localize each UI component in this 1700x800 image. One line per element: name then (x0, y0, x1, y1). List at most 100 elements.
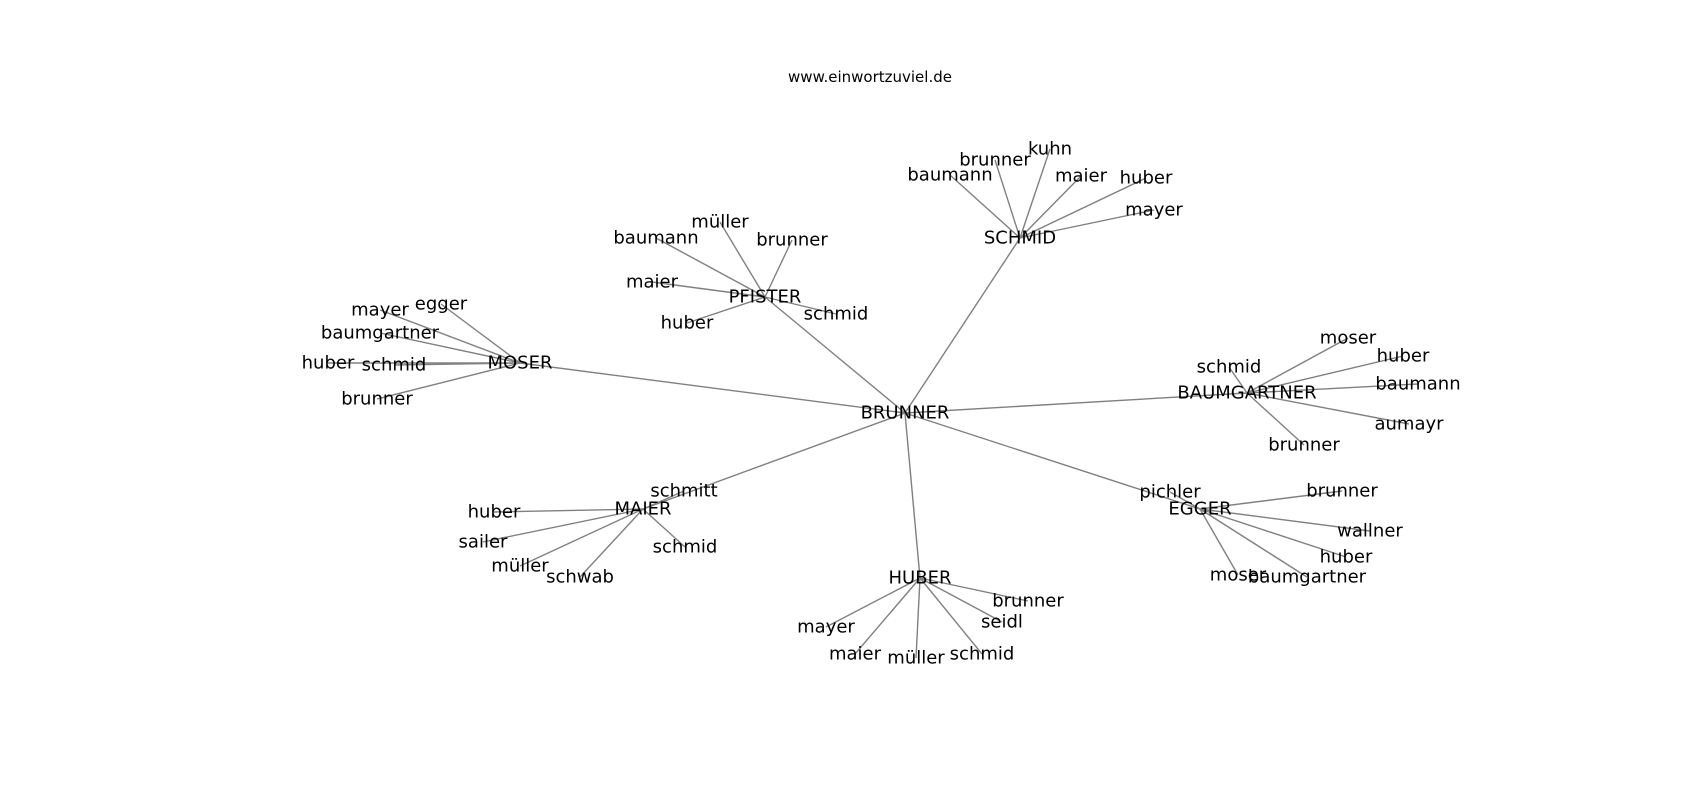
hub-node-schmid-hub: SCHMID (984, 228, 1056, 249)
edge-maier-hub-leaf-2 (482, 508, 644, 543)
edge-schmid-hub-leaf-2 (1019, 148, 1051, 239)
edge-egger-hub-leaf-2 (1199, 508, 1371, 532)
edges-layer (328, 148, 1419, 659)
leaf-node-maier-hub-3: müller (491, 556, 549, 577)
edge-moser-hub-leaf-2 (379, 332, 521, 364)
leaf-node-huber-hub-1: seidl (981, 612, 1023, 633)
edge-huber-hub-leaf-5 (919, 577, 983, 655)
leaf-node-maier-hub-2: sailer (459, 532, 508, 553)
edge-pfister-hub-leaf-4 (686, 296, 766, 324)
edge-baumgartner-hub-leaf-2 (1246, 355, 1404, 394)
hub-node-egger-hub: EGGER (1168, 499, 1231, 520)
edge-moser-hub-leaf-0 (379, 309, 521, 364)
edge-moser-hub-leaf-4 (393, 362, 521, 366)
edge-maier-hub-leaf-3 (519, 508, 644, 567)
edge-schmid-hub-leaf-5 (1019, 209, 1155, 239)
hub-node-maier-hub: MAIER (614, 499, 671, 520)
edge-egger-hub-leaf-0 (1169, 491, 1201, 510)
edge-egger-hub-leaf-3 (1199, 508, 1347, 558)
edge-center-moser-hub (519, 362, 906, 414)
leaf-node-egger-hub-3: huber (1320, 547, 1373, 568)
leaf-node-baumgartner-hub-1: moser (1320, 328, 1377, 349)
leaf-node-pfister-hub-2: brunner (756, 230, 828, 251)
leaf-node-schmid-hub-1: brunner (959, 150, 1031, 171)
edge-schmid-hub-leaf-0 (949, 174, 1021, 239)
edge-schmid-hub-leaf-4 (1019, 177, 1147, 239)
leaf-node-pfister-hub-1: müller (691, 212, 749, 233)
edge-pfister-hub-leaf-0 (655, 237, 766, 298)
leaf-node-huber-hub-2: mayer (797, 617, 855, 638)
leaf-node-moser-hub-1: egger (415, 294, 468, 315)
leaf-node-pfister-hub-4: huber (661, 313, 714, 334)
edge-pfister-hub-leaf-2 (764, 239, 793, 298)
edge-baumgartner-hub-leaf-5 (1246, 392, 1305, 446)
leaf-node-schmid-hub-2: kuhn (1028, 139, 1072, 160)
leaf-node-pfister-hub-5: schmid (804, 304, 869, 325)
hub-node-pfister-hub: PFISTER (729, 287, 802, 308)
edge-huber-hub-leaf-0 (919, 577, 1029, 602)
leaf-node-egger-hub-5: baumgartner (1248, 567, 1367, 588)
leaf-node-moser-hub-0: mayer (351, 300, 409, 321)
leaf-node-pfister-hub-3: maier (626, 272, 679, 293)
leaf-node-egger-hub-1: brunner (1306, 481, 1378, 502)
leaf-node-schmid-hub-3: maier (1055, 166, 1108, 187)
leaf-node-maier-hub-1: huber (468, 502, 521, 523)
leaf-node-huber-hub-0: brunner (992, 591, 1064, 612)
leaf-node-egger-hub-4: moser (1210, 565, 1267, 586)
leaf-node-schmid-hub-0: baumann (907, 165, 992, 186)
leaf-node-baumgartner-hub-0: schmid (1197, 357, 1262, 378)
edge-huber-hub-leaf-3 (854, 577, 921, 655)
hub-node-baumgartner-hub: BAUMGARTNER (1177, 383, 1316, 404)
edge-maier-hub-leaf-5 (642, 508, 686, 548)
edge-egger-hub-leaf-4 (1199, 508, 1239, 576)
leaf-node-baumgartner-hub-3: baumann (1375, 374, 1460, 395)
edge-center-maier-hub (642, 412, 906, 510)
leaf-node-huber-hub-4: müller (887, 648, 945, 669)
edge-huber-hub-leaf-2 (825, 577, 921, 628)
leaf-node-moser-hub-5: brunner (341, 389, 413, 410)
edge-baumgartner-hub-leaf-0 (1228, 366, 1248, 394)
edge-baumgartner-hub-leaf-4 (1246, 392, 1410, 425)
leaf-node-egger-hub-2: wallner (1337, 521, 1403, 542)
edge-huber-hub-leaf-1 (919, 577, 1003, 623)
edge-center-egger-hub (904, 412, 1201, 510)
leaf-node-schmid-hub-4: huber (1120, 168, 1173, 189)
edge-egger-hub-leaf-5 (1199, 508, 1308, 578)
leaf-node-egger-hub-0: pichler (1139, 482, 1201, 503)
leaf-node-maier-hub-5: schmid (653, 537, 718, 558)
leaf-node-maier-hub-0: schmitt (650, 481, 717, 502)
leaf-node-huber-hub-3: maier (829, 644, 882, 665)
leaf-node-moser-hub-3: huber (302, 353, 355, 374)
edge-baumgartner-hub-leaf-1 (1246, 337, 1349, 394)
edge-center-pfister-hub (764, 296, 906, 414)
hub-node-moser-hub: MOSER (487, 353, 552, 374)
edge-center-schmid-hub (904, 237, 1021, 414)
center-node: BRUNNER (861, 403, 950, 424)
edge-maier-hub-leaf-0 (642, 490, 685, 510)
edge-moser-hub-leaf-5 (376, 362, 521, 400)
site-title: www.einwortzuviel.de (788, 68, 952, 86)
leaf-node-schmid-hub-5: mayer (1125, 200, 1183, 221)
edge-pfister-hub-leaf-1 (719, 221, 766, 298)
leaf-node-moser-hub-4: schmid (362, 355, 427, 376)
edge-maier-hub-leaf-1 (493, 508, 644, 513)
edge-egger-hub-leaf-1 (1199, 490, 1343, 510)
leaf-node-pfister-hub-0: baumann (613, 228, 698, 249)
edge-center-baumgartner-hub (904, 392, 1248, 414)
edge-pfister-hub-leaf-3 (651, 281, 766, 298)
leaf-node-maier-hub-4: schwab (546, 567, 614, 588)
hub-node-huber-hub: HUBER (889, 568, 952, 589)
edge-huber-hub-leaf-4 (915, 577, 921, 659)
edge-moser-hub-leaf-1 (440, 303, 521, 364)
edge-pfister-hub-leaf-5 (764, 296, 837, 315)
leaf-node-huber-hub-5: schmid (950, 644, 1015, 665)
leaf-node-baumgartner-hub-2: huber (1377, 346, 1430, 367)
edge-baumgartner-hub-leaf-3 (1246, 383, 1419, 394)
edge-maier-hub-leaf-4 (579, 508, 644, 578)
leaf-node-moser-hub-2: baumgartner (321, 323, 440, 344)
leaf-node-baumgartner-hub-5: brunner (1268, 435, 1340, 456)
edge-schmid-hub-leaf-1 (994, 159, 1021, 239)
edge-schmid-hub-leaf-3 (1019, 175, 1082, 239)
